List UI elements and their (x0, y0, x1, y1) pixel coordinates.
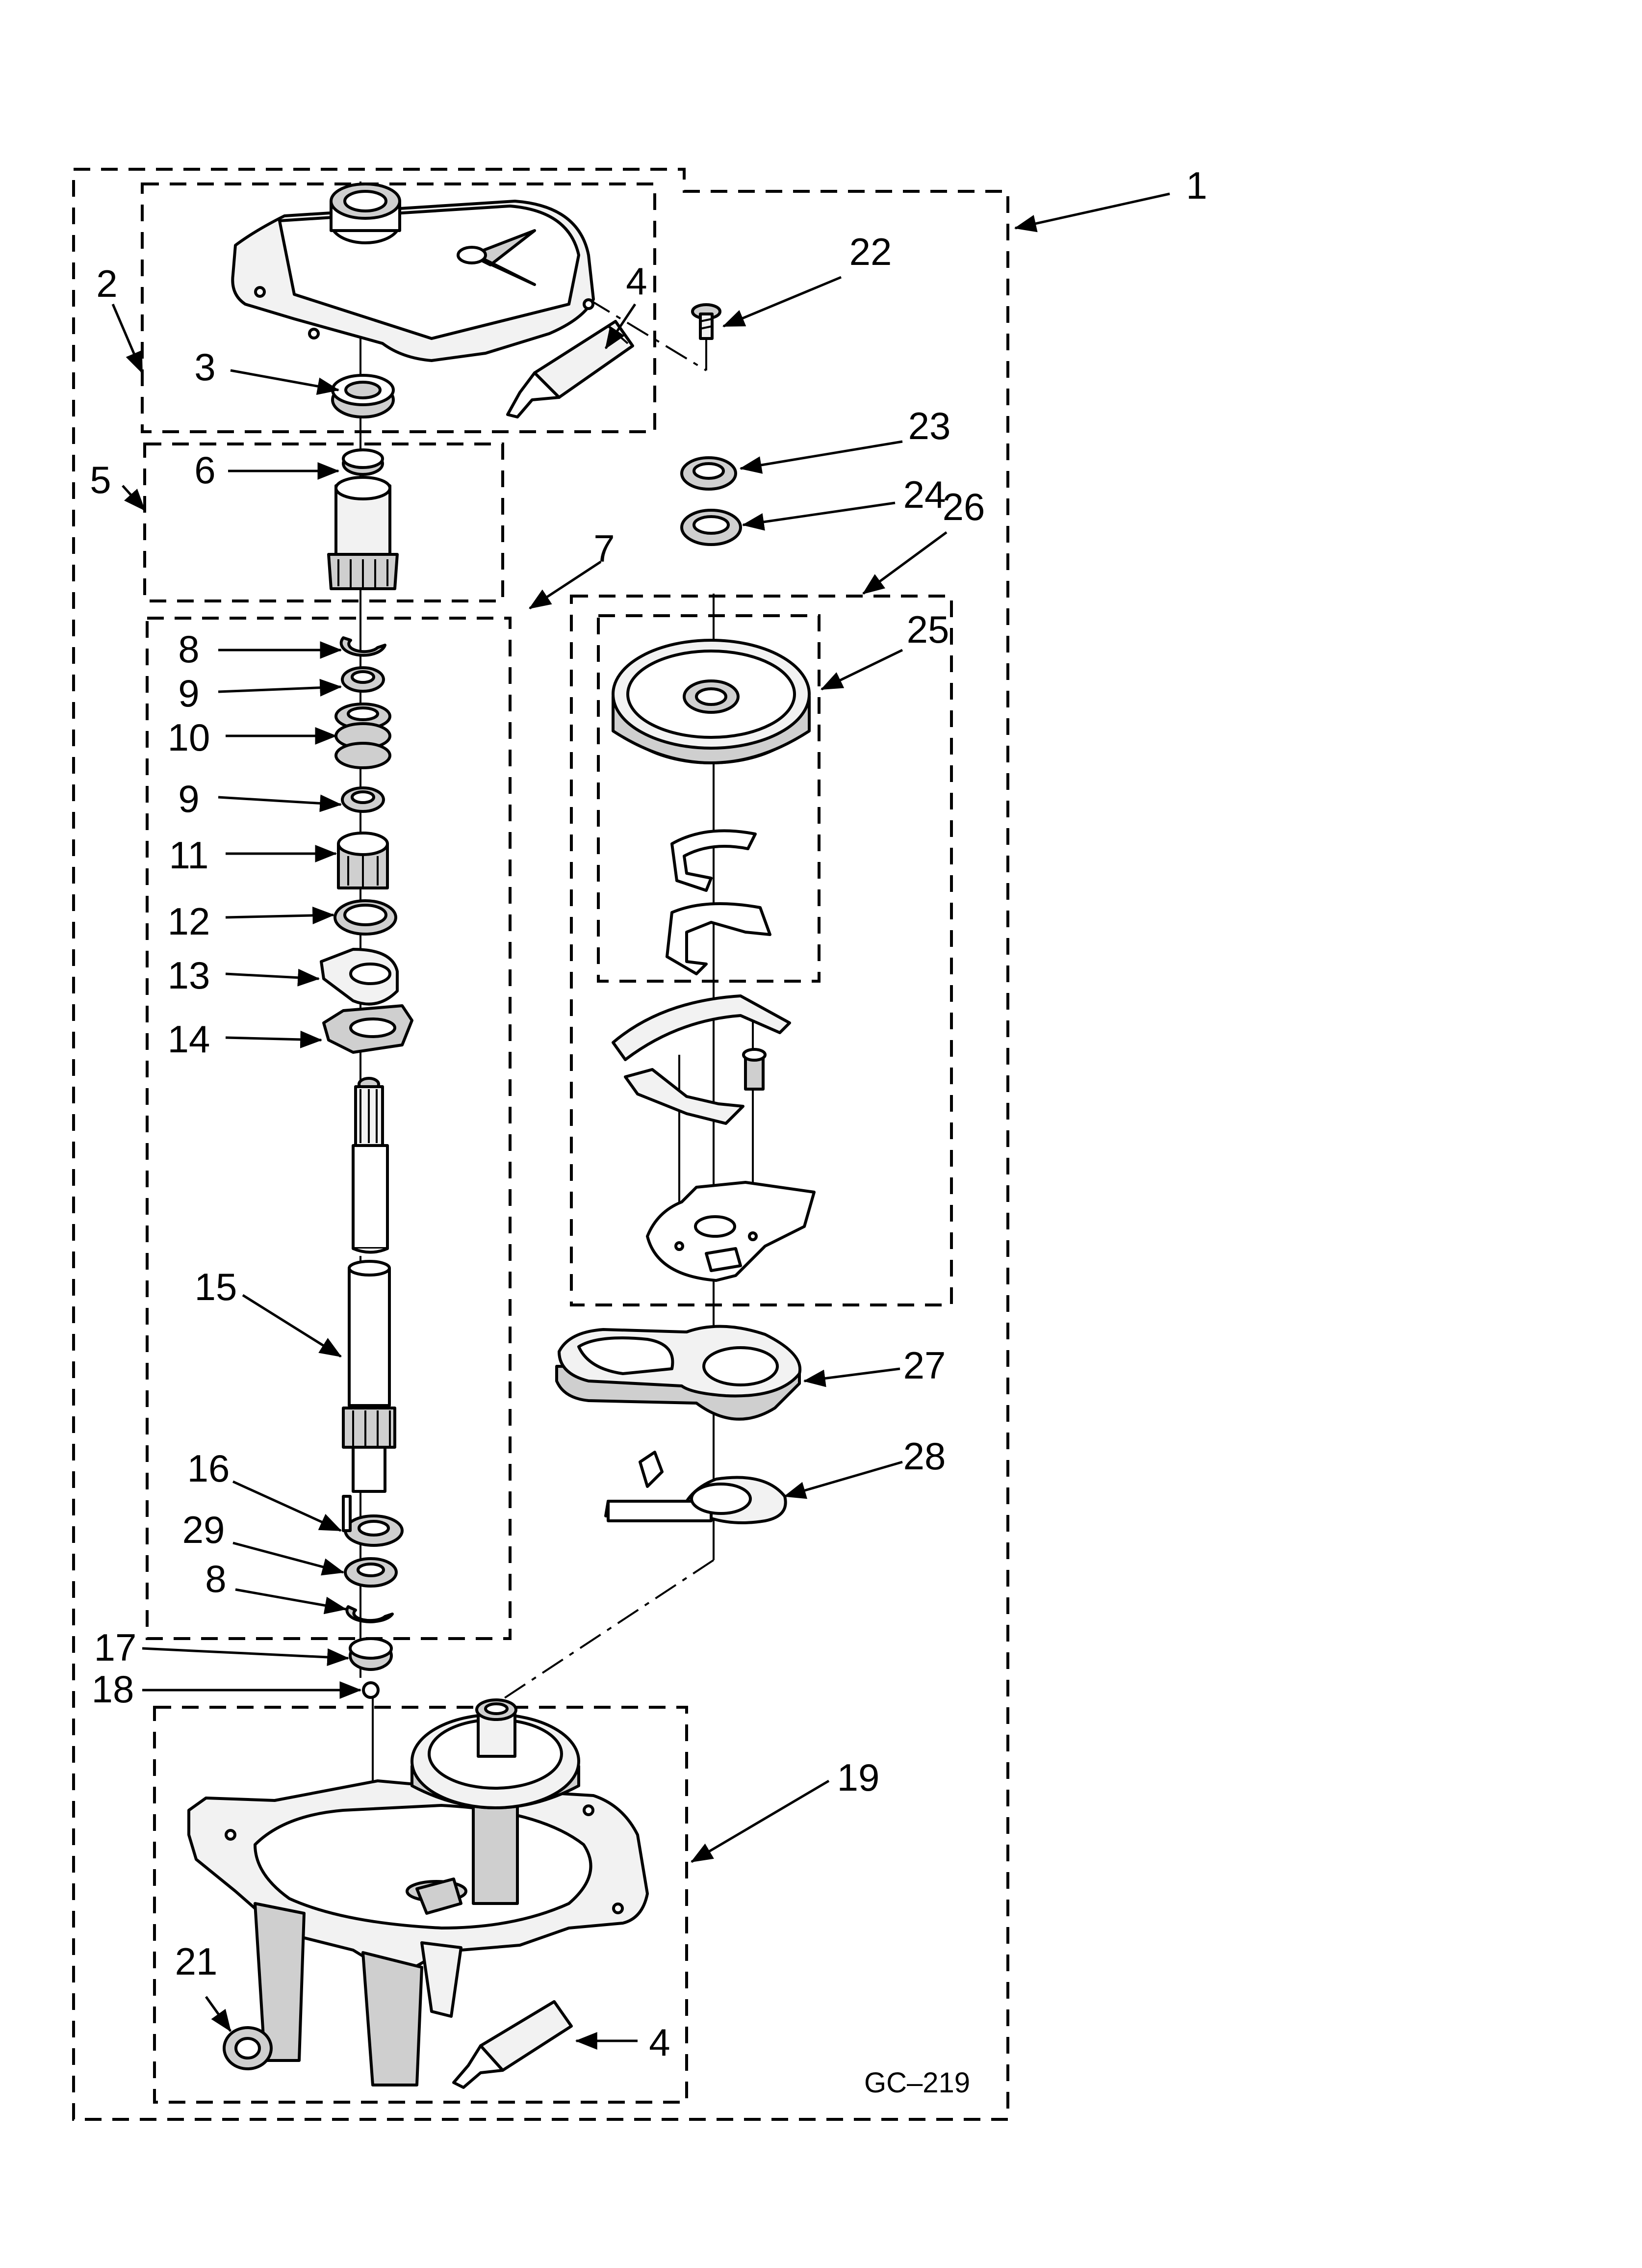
callout-29: 29 (182, 1508, 225, 1551)
assembly-box-1 (72, 168, 1009, 2121)
callout-2: 2 (96, 262, 117, 305)
callout-28: 28 (903, 1434, 946, 1478)
callout-9-bottom: 9 (178, 777, 199, 820)
bearing-17 (349, 1637, 393, 1671)
retaining-ring-top (339, 636, 386, 657)
callout-3: 3 (194, 345, 215, 389)
callout-1: 1 (1186, 164, 1207, 207)
clutch-yoke (322, 1004, 413, 1054)
clutch-cam (320, 948, 399, 1006)
assembly-box-2 (141, 182, 656, 433)
callout-23: 23 (908, 404, 951, 447)
callout-5: 5 (90, 458, 111, 501)
washer-16 (342, 1495, 404, 1547)
callout-labels: 1 2 3 4 5 6 7 8 9 10 9 11 12 13 14 15 16… (90, 164, 1207, 2099)
callout-4-top: 4 (626, 260, 647, 303)
callout-14: 14 (168, 1017, 210, 1061)
callout-18: 18 (92, 1668, 134, 1711)
pinion-gear (337, 832, 389, 889)
drawing-code: GC–219 (864, 2067, 970, 2099)
assembly-box-25 (597, 614, 821, 983)
pinion-assembly (327, 448, 399, 590)
washer-9-bottom (341, 786, 385, 813)
main-drive-gear (410, 1698, 580, 1809)
drive-gear (612, 639, 811, 764)
washer-23 (680, 456, 737, 491)
callout-12: 12 (168, 900, 210, 943)
ball-18 (362, 1681, 380, 1699)
brake-lever (612, 994, 791, 1125)
assembly-box-7 (146, 617, 512, 1640)
washer-29 (344, 1557, 398, 1588)
callout-21: 21 (175, 1940, 218, 1983)
screw (691, 303, 721, 340)
callout-22: 22 (849, 230, 892, 273)
callout-15: 15 (195, 1265, 237, 1308)
assembly-box-19 (153, 1706, 688, 2104)
cam-plate (604, 1451, 787, 1524)
callout-8-bottom: 8 (205, 1557, 226, 1600)
leader-lines (111, 192, 1170, 2050)
callout-17: 17 (94, 1626, 137, 1669)
callout-19: 19 (837, 1756, 880, 1799)
callout-6: 6 (194, 448, 215, 492)
callout-26: 26 (943, 485, 985, 528)
assembly-box-5 (143, 443, 504, 602)
callout-10: 10 (168, 716, 210, 759)
washer-9-top (341, 666, 385, 693)
grease-tube-bottom (452, 2000, 573, 2089)
callout-11: 11 (169, 834, 209, 877)
spring (334, 703, 391, 769)
brake-base-plate (646, 1181, 816, 1282)
thrust-washer (334, 899, 397, 936)
callout-8-top: 8 (178, 627, 199, 671)
drive-shaft (342, 1077, 396, 1493)
callout-24: 24 (903, 473, 946, 516)
seal-21 (223, 2026, 273, 2070)
retaining-ring-bottom (345, 1605, 394, 1623)
assembly-box-26 (570, 595, 953, 1306)
callout-13: 13 (168, 954, 210, 997)
cam-lever (555, 1325, 802, 1421)
callout-4-bottom: 4 (649, 2021, 670, 2064)
seal (331, 374, 395, 418)
callout-25: 25 (907, 608, 949, 651)
callout-7: 7 (593, 527, 615, 570)
callout-27: 27 (903, 1344, 946, 1387)
gear-case-cover (231, 182, 595, 362)
callout-16: 16 (187, 1447, 230, 1490)
brake-band (666, 829, 771, 975)
callout-9-top: 9 (178, 672, 199, 715)
washer-24 (680, 509, 742, 546)
